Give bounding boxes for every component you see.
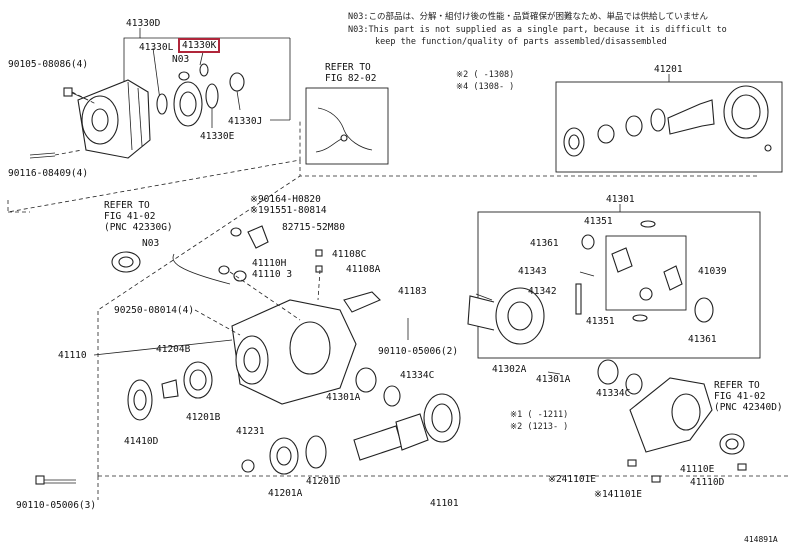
part-90250[interactable]: 90250-08014(4): [114, 305, 195, 316]
part-41330D[interactable]: 41330D: [126, 18, 161, 29]
part-90110-b[interactable]: 90110-05006(3): [16, 500, 97, 511]
refer-41-02-a-line2[interactable]: FIG 41-02: [104, 211, 156, 222]
part-41330E[interactable]: 41330E: [200, 131, 235, 142]
part-41108A[interactable]: 41108A: [346, 264, 381, 275]
part-41183[interactable]: 41183: [398, 286, 427, 297]
part-41334C-b[interactable]: 41334C: [596, 388, 631, 399]
diagram-code: 414891A: [744, 535, 778, 544]
part-41110-3[interactable]: 41110 3: [252, 269, 293, 280]
part-41351-a[interactable]: 41351: [584, 216, 613, 227]
part-41343[interactable]: 41343: [518, 266, 547, 277]
part-41330K-highlighted[interactable]: 41330K: [177, 38, 221, 53]
part-41101[interactable]: 41101: [430, 498, 459, 509]
refer-41-02-a-line3[interactable]: (PNC 42330G): [104, 222, 173, 233]
part-90105[interactable]: 90105-08086(4): [8, 59, 89, 70]
bolt-90110-bottom: [35, 475, 76, 485]
part-91551[interactable]: ※191551-80814: [250, 205, 327, 216]
period-note-1: ※2 ( -1308): [456, 70, 515, 80]
part-41231[interactable]: 41231: [236, 426, 265, 437]
part-41039[interactable]: 41039: [698, 266, 727, 277]
part-90116[interactable]: 90116-08409(4): [8, 168, 89, 179]
part-41201A[interactable]: 41201A: [268, 488, 303, 499]
part-41201[interactable]: 41201: [654, 64, 683, 75]
part-41110E[interactable]: 41110E: [680, 464, 715, 475]
part-90164[interactable]: ※90164-H0820: [250, 194, 321, 205]
part-41330L[interactable]: 41330L: [139, 42, 174, 53]
part-41334C-a[interactable]: 41334C: [400, 370, 435, 381]
refer-41-02-b-line3[interactable]: (PNC 42340D): [714, 402, 783, 413]
period-note-4: ※2 (1213- ): [510, 422, 569, 432]
part-41361-a[interactable]: 41361: [530, 238, 559, 249]
part-41361-b[interactable]: 41361: [688, 334, 717, 345]
part-41201D[interactable]: 41201D: [306, 476, 341, 487]
part-41342[interactable]: 41342: [528, 286, 557, 297]
housing-group-41330D: [29, 28, 291, 159]
cover-group: [547, 359, 747, 483]
note-en-1: N03:This part is not supplied as a singl…: [348, 25, 727, 35]
part-41110D[interactable]: 41110D: [690, 477, 725, 488]
part-41101EE[interactable]: ※141101E: [594, 489, 642, 500]
refer-41-02-a-line1[interactable]: REFER TO: [104, 200, 150, 211]
part-90110-a[interactable]: 90110-05006(2): [378, 346, 459, 357]
n03-label-b: N03: [142, 238, 160, 249]
refer-box-82-02: [305, 87, 389, 165]
part-41410D[interactable]: 41410D: [124, 436, 159, 447]
part-41101E[interactable]: ※241101E: [548, 474, 596, 485]
refer-41-02-b-line2[interactable]: FIG 41-02: [714, 391, 766, 402]
frame-lines: [7, 120, 790, 500]
part-41201B[interactable]: 41201B: [186, 412, 221, 423]
carrier-41110: [93, 225, 461, 475]
part-41351-b[interactable]: 41351: [586, 316, 615, 327]
refer-82-02-line2[interactable]: FIG 82-02: [325, 73, 377, 84]
part-41301A-a[interactable]: 41301A: [326, 392, 361, 403]
part-41301[interactable]: 41301: [606, 194, 635, 205]
part-82715[interactable]: 82715-52M80: [282, 222, 345, 233]
note-en-2: keep the function/quality of parts assem…: [375, 37, 667, 47]
note-ja: N03:この部品は、分解・組付け後の性能・品質確保が困難なため、単品では供給して…: [348, 12, 708, 22]
n03-label-a: N03: [172, 54, 190, 65]
period-note-2: ※4 (1308- ): [456, 82, 515, 92]
differential-box-41301: [467, 204, 761, 359]
part-41108C[interactable]: 41108C: [332, 249, 367, 260]
part-41110[interactable]: 41110: [58, 350, 87, 361]
part-41330J[interactable]: 41330J: [228, 116, 263, 127]
part-41110H[interactable]: 41110H: [252, 258, 287, 269]
part-41302A[interactable]: 41302A: [492, 364, 527, 375]
period-note-3: ※1 ( -1211): [510, 410, 569, 420]
refer-41-02-b-line1[interactable]: REFER TO: [714, 380, 760, 391]
part-41204B[interactable]: 41204B: [156, 344, 191, 355]
ring-gear-box-41201: [555, 74, 783, 173]
part-41301A-b[interactable]: 41301A: [536, 374, 571, 385]
refer-82-02-line1[interactable]: REFER TO: [325, 62, 371, 73]
